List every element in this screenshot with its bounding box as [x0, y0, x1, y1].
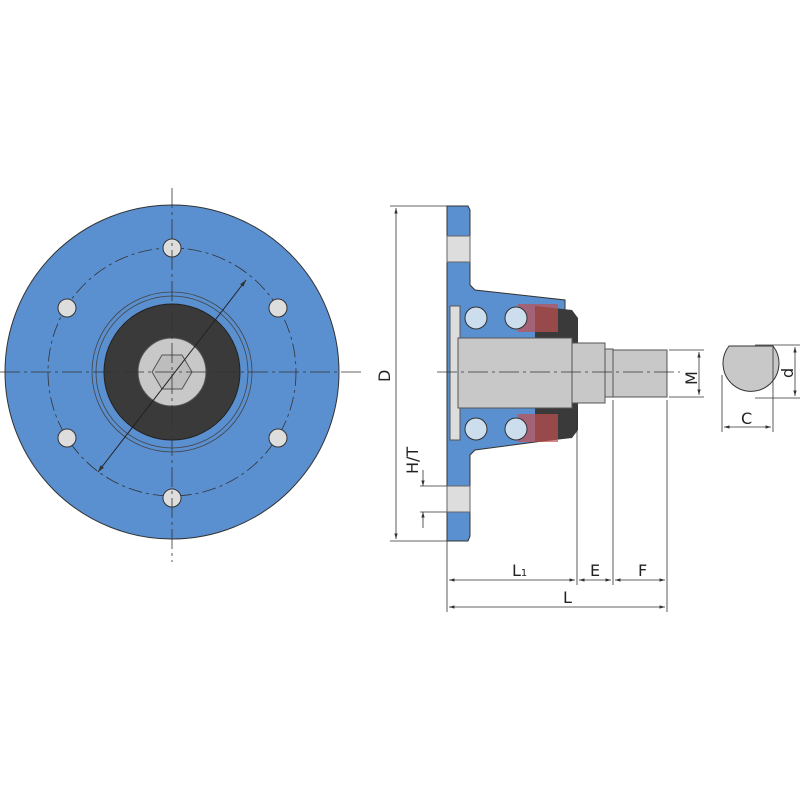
shaft-end-view	[722, 345, 780, 392]
label-M: M	[682, 371, 701, 385]
label-d: d	[778, 368, 797, 378]
label-E: E	[590, 561, 600, 580]
label-L1: L1	[512, 561, 527, 580]
section-view	[437, 205, 680, 542]
dimension-labels: D H/T L1 E F L M d C	[375, 368, 797, 607]
front-view	[0, 188, 362, 562]
label-L: L	[563, 588, 572, 607]
label-F: F	[638, 561, 647, 580]
label-D: D	[375, 370, 394, 382]
dimensions	[390, 205, 800, 612]
label-C: C	[741, 409, 752, 428]
label-HT: H/T	[403, 447, 422, 474]
